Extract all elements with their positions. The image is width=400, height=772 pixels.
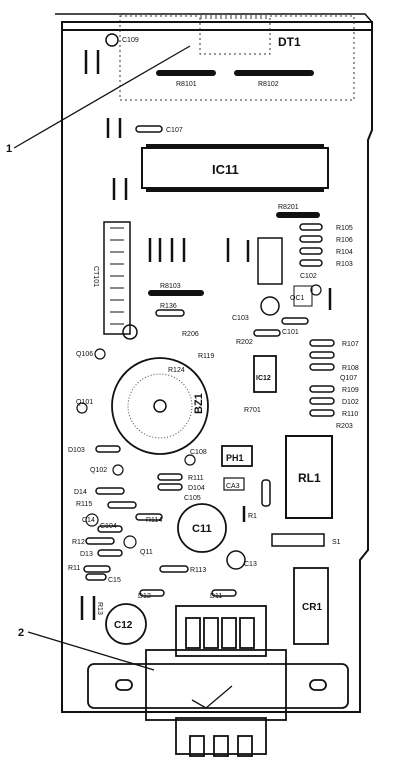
- q107-label: Q107: [340, 375, 357, 382]
- q102-label: Q102: [90, 467, 107, 474]
- oc1-label: OC1: [290, 295, 305, 302]
- r110-label: R110: [342, 411, 358, 418]
- c101-label: C101: [282, 329, 299, 336]
- c14-label: C14: [82, 517, 95, 524]
- rl1-relay: [285, 435, 333, 519]
- r136-label: R136: [160, 303, 177, 310]
- board-outline: [61, 21, 373, 713]
- c109-label: C109: [122, 37, 139, 44]
- r12-label: R12: [72, 539, 85, 546]
- c12-label: C12: [114, 620, 133, 631]
- d13-label: D13: [80, 551, 93, 558]
- c107-label: C107: [166, 127, 183, 134]
- ct101-label: CT101: [92, 266, 99, 287]
- dt1-area: [119, 15, 355, 101]
- ic11-label: IC11: [212, 162, 239, 177]
- r107-label: R107: [342, 341, 359, 348]
- ph1-label: PH1: [226, 453, 244, 463]
- c108-label: C108: [190, 449, 207, 456]
- ca3-label: CA3: [226, 483, 240, 490]
- bz1-buzzer: [111, 357, 209, 455]
- c102-label: C102: [300, 273, 317, 280]
- d11-label: D11: [210, 593, 222, 600]
- bz1-label: BZ1: [193, 393, 205, 414]
- r103-label: R103: [336, 261, 353, 268]
- r124-label: R124: [168, 367, 185, 374]
- r109-label: R109: [342, 387, 359, 394]
- cr1-component: [293, 567, 329, 645]
- c103-label: C103: [232, 315, 249, 322]
- r701-label: R701: [244, 407, 261, 414]
- r108-label: R108: [342, 365, 359, 372]
- r106-label: R106: [336, 237, 353, 244]
- r8101-label: R8101: [176, 81, 197, 88]
- r202-label: R202: [236, 339, 253, 346]
- r8102-label: R8102: [258, 81, 279, 88]
- c15-label: C15: [108, 577, 121, 584]
- r11-label: R11: [68, 565, 80, 572]
- c11-capacitor: [177, 503, 227, 553]
- ic11-chip: [141, 147, 329, 189]
- transformer: [87, 605, 349, 757]
- q11-label: Q11: [140, 549, 153, 556]
- ph1-chip: [221, 445, 253, 467]
- callout-2: 2: [18, 627, 24, 639]
- r206-label: R206: [182, 331, 199, 338]
- d102-label: D102: [342, 399, 359, 406]
- c11-label: C11: [192, 523, 212, 535]
- d103-label: D103: [68, 447, 85, 454]
- d104-label: D104: [188, 485, 205, 492]
- r8201-label: R8201: [278, 204, 299, 211]
- r8103-label: R8103: [160, 283, 181, 290]
- r104-label: R104: [336, 249, 353, 256]
- cr1-label: CR1: [302, 602, 322, 613]
- ic12-label: IC12: [256, 375, 271, 382]
- c12-capacitor: [105, 603, 147, 645]
- q106-label: Q106: [76, 351, 93, 358]
- dt1-label: DT1: [278, 35, 301, 49]
- r203-label: R203: [336, 423, 353, 430]
- r105-label: R105: [336, 225, 353, 232]
- r114-label: R114: [146, 517, 162, 524]
- callout-2-leader: [27, 631, 155, 671]
- r1-label: R1: [248, 513, 257, 520]
- callout-1-leader: [13, 45, 191, 149]
- ct101-connector: [103, 221, 131, 335]
- c105-label: C105: [184, 495, 201, 502]
- r119-label: R119: [198, 353, 214, 360]
- rl1-label: RL1: [298, 471, 321, 485]
- c13-label: C13: [244, 561, 257, 568]
- ic12-chip: [253, 355, 277, 393]
- d14-label: D14: [74, 489, 87, 496]
- c104-label: C104: [100, 523, 117, 530]
- r13-label: R13: [96, 602, 103, 615]
- d12-label: D12: [138, 593, 151, 600]
- r111-label: R111: [188, 475, 204, 482]
- r115-label: R115: [76, 501, 92, 508]
- s1-connector: [271, 533, 325, 547]
- s1-label: S1: [332, 539, 341, 546]
- q101-label: Q101: [76, 399, 93, 406]
- callout-1: 1: [6, 143, 12, 155]
- r113-label: R113: [190, 567, 206, 574]
